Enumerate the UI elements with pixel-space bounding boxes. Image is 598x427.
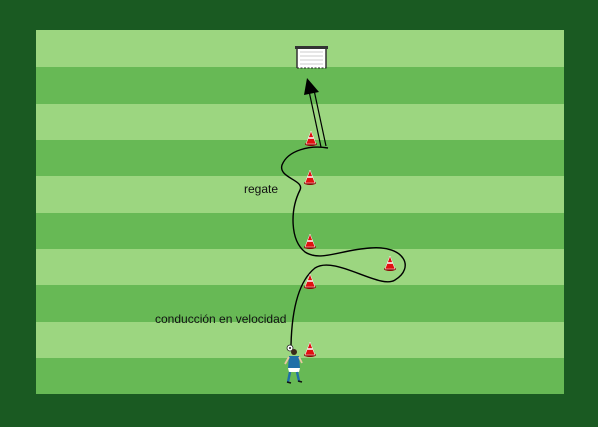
stripe bbox=[36, 140, 564, 176]
label-fast-dribble: conducción en velocidad bbox=[155, 312, 286, 326]
training-cone-icon bbox=[304, 169, 316, 185]
soccer-player-icon bbox=[284, 349, 303, 384]
field-stripes bbox=[36, 30, 564, 394]
soccer-ball-icon bbox=[286, 344, 294, 352]
label-dribble: regate bbox=[244, 182, 278, 196]
training-cone-icon bbox=[305, 130, 317, 146]
stripe bbox=[36, 213, 564, 249]
cones bbox=[304, 130, 396, 357]
training-cone-icon bbox=[304, 233, 316, 249]
stripe bbox=[36, 358, 564, 394]
training-cone-icon bbox=[304, 341, 316, 357]
stripe bbox=[36, 176, 564, 213]
soccer-goal-icon bbox=[295, 46, 328, 69]
training-cone-icon bbox=[384, 255, 396, 271]
stripe bbox=[36, 104, 564, 140]
dribble-path bbox=[281, 146, 406, 346]
shot-arrow bbox=[304, 78, 327, 148]
stripe bbox=[36, 249, 564, 285]
stripe bbox=[36, 322, 564, 358]
training-cone-icon bbox=[304, 273, 316, 289]
stripe bbox=[36, 67, 564, 104]
